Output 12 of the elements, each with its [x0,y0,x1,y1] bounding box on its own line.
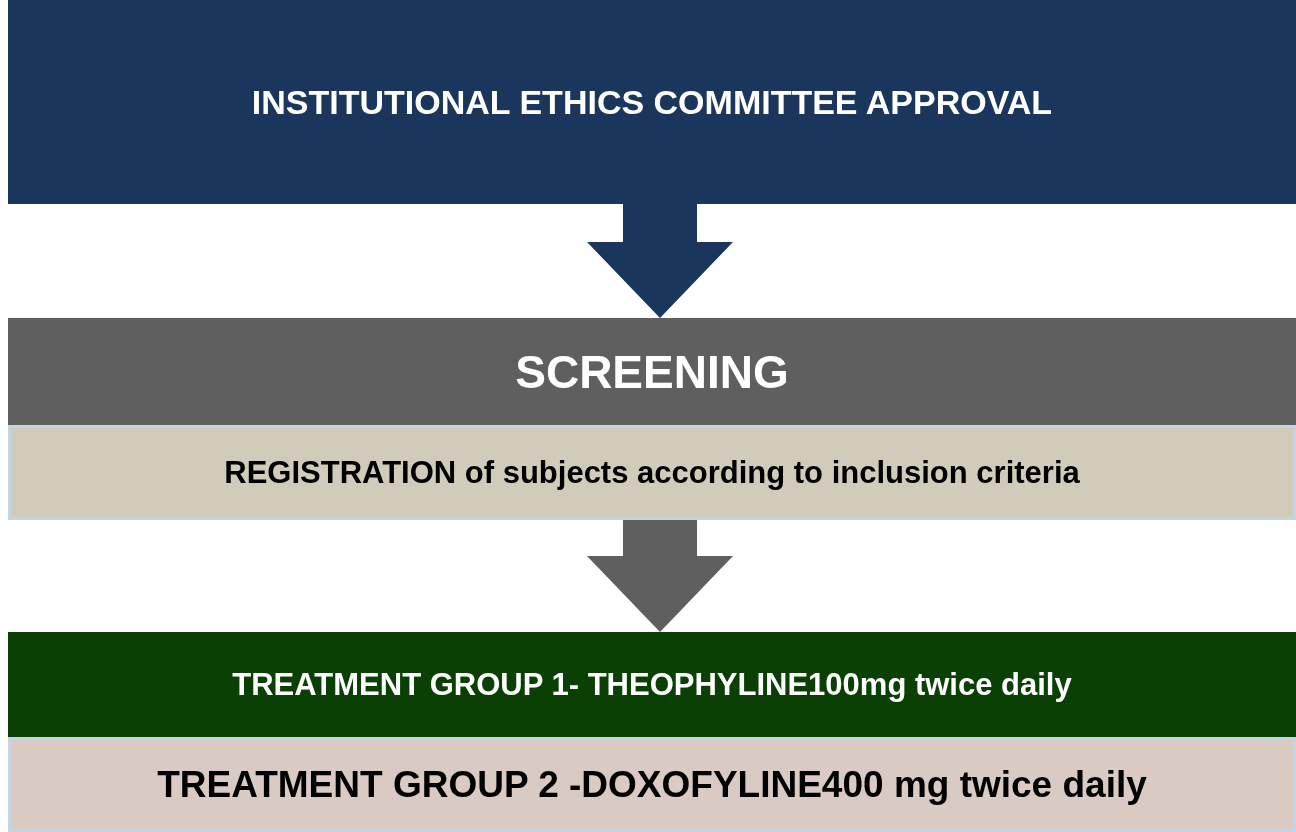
approval-box [8,0,1296,204]
block-arrow [587,204,733,318]
block-arrow [587,520,733,632]
treatment-group-box [8,632,1296,737]
box-text: REGISTRATION of subjects according to inclusion criteria [224,454,1080,491]
box-text: INSTITUTIONAL ETHICS COMMITTEE APPROVAL [251,82,1053,122]
treatment-group-box [8,737,1296,832]
screening-box [8,318,1296,425]
box-text: SCREENING [515,344,789,399]
box-text: TREATMENT GROUP 1- THEOPHYLINE100mg twice daily [232,666,1072,703]
box-text: TREATMENT GROUP 2 -DOXOFYLINE400 mg twice daily [157,763,1147,806]
registration-box [8,425,1296,520]
